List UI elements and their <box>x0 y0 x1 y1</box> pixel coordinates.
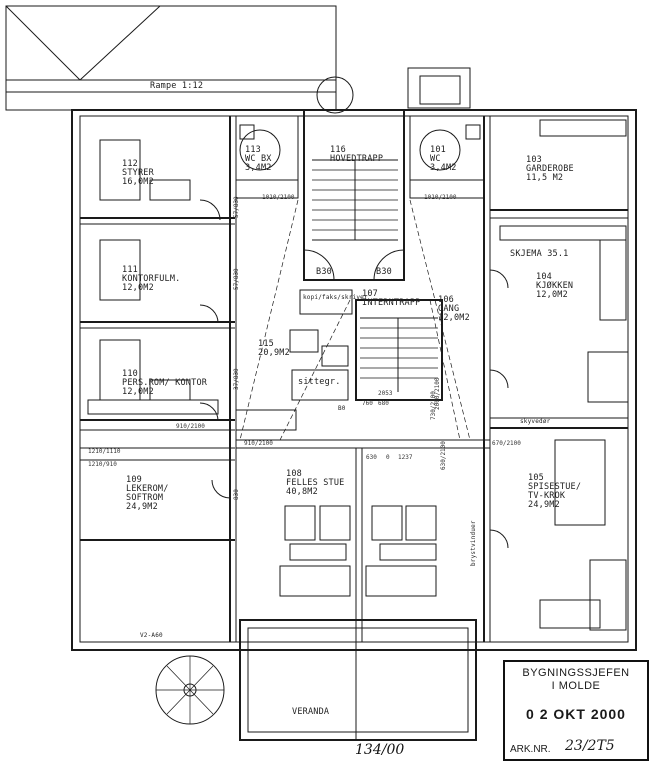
stamp-location: I MOLDE <box>551 680 601 692</box>
dim-label: 2000/2100 <box>434 377 441 410</box>
annotation-sittegr: sittegr. <box>298 377 341 387</box>
ramp-label: Rampe 1:12 <box>150 81 204 91</box>
veranda-outline <box>239 619 477 741</box>
dim-label: 1237 <box>398 454 413 461</box>
annotation-bryststoff: brystvinduer <box>470 520 477 566</box>
annotation-skyvedor: skyvedør <box>520 418 551 425</box>
room-104: SKJEMA 35.1 104 KJØKKEN 12,0M2 <box>510 249 574 300</box>
dim-label: 630/2100 <box>440 441 447 470</box>
dim-label: 910/2100 <box>176 423 205 430</box>
stamp-date: 0 2 OKT 2000 <box>526 706 626 722</box>
dim-label: 630 <box>366 454 377 461</box>
ramp-structure <box>5 5 337 111</box>
room-veranda: VERANDA <box>292 707 330 717</box>
dim-label: 1010/2100 <box>262 194 295 201</box>
dim-label: 0 <box>386 454 390 461</box>
dim-label: 760 <box>362 400 373 407</box>
dim-label: 1210/1110 <box>88 448 121 455</box>
stamp-ark-number: 23/2T5 <box>565 738 615 754</box>
dim-label: 37/830 <box>233 368 240 390</box>
dim-label: 1210/910 <box>88 461 117 468</box>
stamp-authority: BYGNINGSSJEFEN <box>522 667 630 679</box>
dim-label: 670/2100 <box>492 440 521 447</box>
annotation-b30-right: B30 <box>376 267 392 277</box>
stamp-ark-label: ARK.NR. <box>510 744 551 755</box>
dim-label: 2053 <box>378 390 393 397</box>
annotation-bd: B0 <box>338 405 346 412</box>
dim-label: 57/830 <box>233 196 240 218</box>
dim-label: 680 <box>378 400 389 407</box>
dim-label: 910/2100 <box>244 440 273 447</box>
annotation-v2: V2-A60 <box>140 632 163 639</box>
annotation-kopi: kopi/faks/skriver <box>303 294 368 301</box>
dim-label: 830 <box>233 489 240 500</box>
handwritten-case-number: 134/00 <box>355 742 405 758</box>
approval-stamp: BYGNINGSSJEFEN I MOLDE 0 2 OKT 2000 ARK.… <box>503 660 649 761</box>
dim-label: 57/830 <box>233 268 240 290</box>
dim-label: 1010/2100 <box>424 194 457 201</box>
annotation-b30-left: B30 <box>316 267 332 277</box>
